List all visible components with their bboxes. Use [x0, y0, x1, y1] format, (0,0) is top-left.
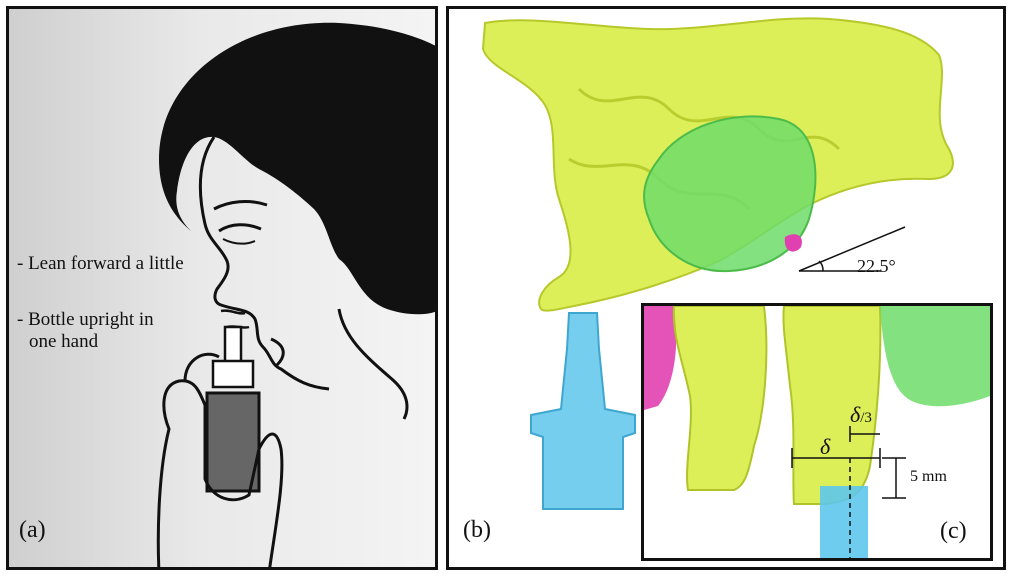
nasal-cavity-3d-render [481, 17, 954, 510]
lips [220, 309, 250, 329]
sinus-region [880, 306, 990, 407]
panel-a-illustration: - Lean forward a little - Bottle upright… [6, 6, 438, 570]
eyebrow [213, 200, 268, 211]
panel-b-nasal-model: 22.5° (b) δ δ/3 5 mm (c) [446, 6, 1006, 570]
delta-third-label: δ/3 [850, 402, 872, 427]
instruction-one-hand: one hand [29, 331, 99, 352]
panel-a-label: (a) [19, 517, 46, 543]
finger-outline [183, 337, 285, 382]
nozzle-tip [820, 486, 868, 558]
hand-outline [156, 379, 284, 567]
panel-c-zoom-inset: δ δ/3 5 mm (c) [641, 303, 993, 561]
bottle-body [205, 391, 261, 493]
panel-c-label: (c) [940, 518, 967, 544]
neck-line [337, 308, 409, 420]
nostril-left-wall [672, 306, 768, 491]
face-with-spray-illustration [156, 22, 435, 567]
spray-nozzle [530, 312, 636, 510]
eye-lid [218, 223, 262, 233]
instruction-bottle-upright: - Bottle upright in [17, 309, 154, 330]
depth-label: 5 mm [910, 468, 947, 485]
angle-arc [818, 260, 824, 272]
magenta-tissue [784, 234, 802, 252]
hair-shape [159, 22, 435, 315]
left-tissue-magenta [644, 306, 677, 410]
panel-b-label: (b) [463, 517, 491, 543]
bottle-collar [211, 359, 255, 389]
instruction-lean-forward: - Lean forward a little [17, 253, 184, 274]
nostril-zoom-render [644, 306, 990, 558]
eyelashes [222, 238, 256, 245]
face-outline [198, 136, 330, 391]
angle-label: 22.5° [857, 256, 896, 276]
delta-label: δ [820, 434, 831, 459]
angle-tilted-line [798, 226, 906, 272]
